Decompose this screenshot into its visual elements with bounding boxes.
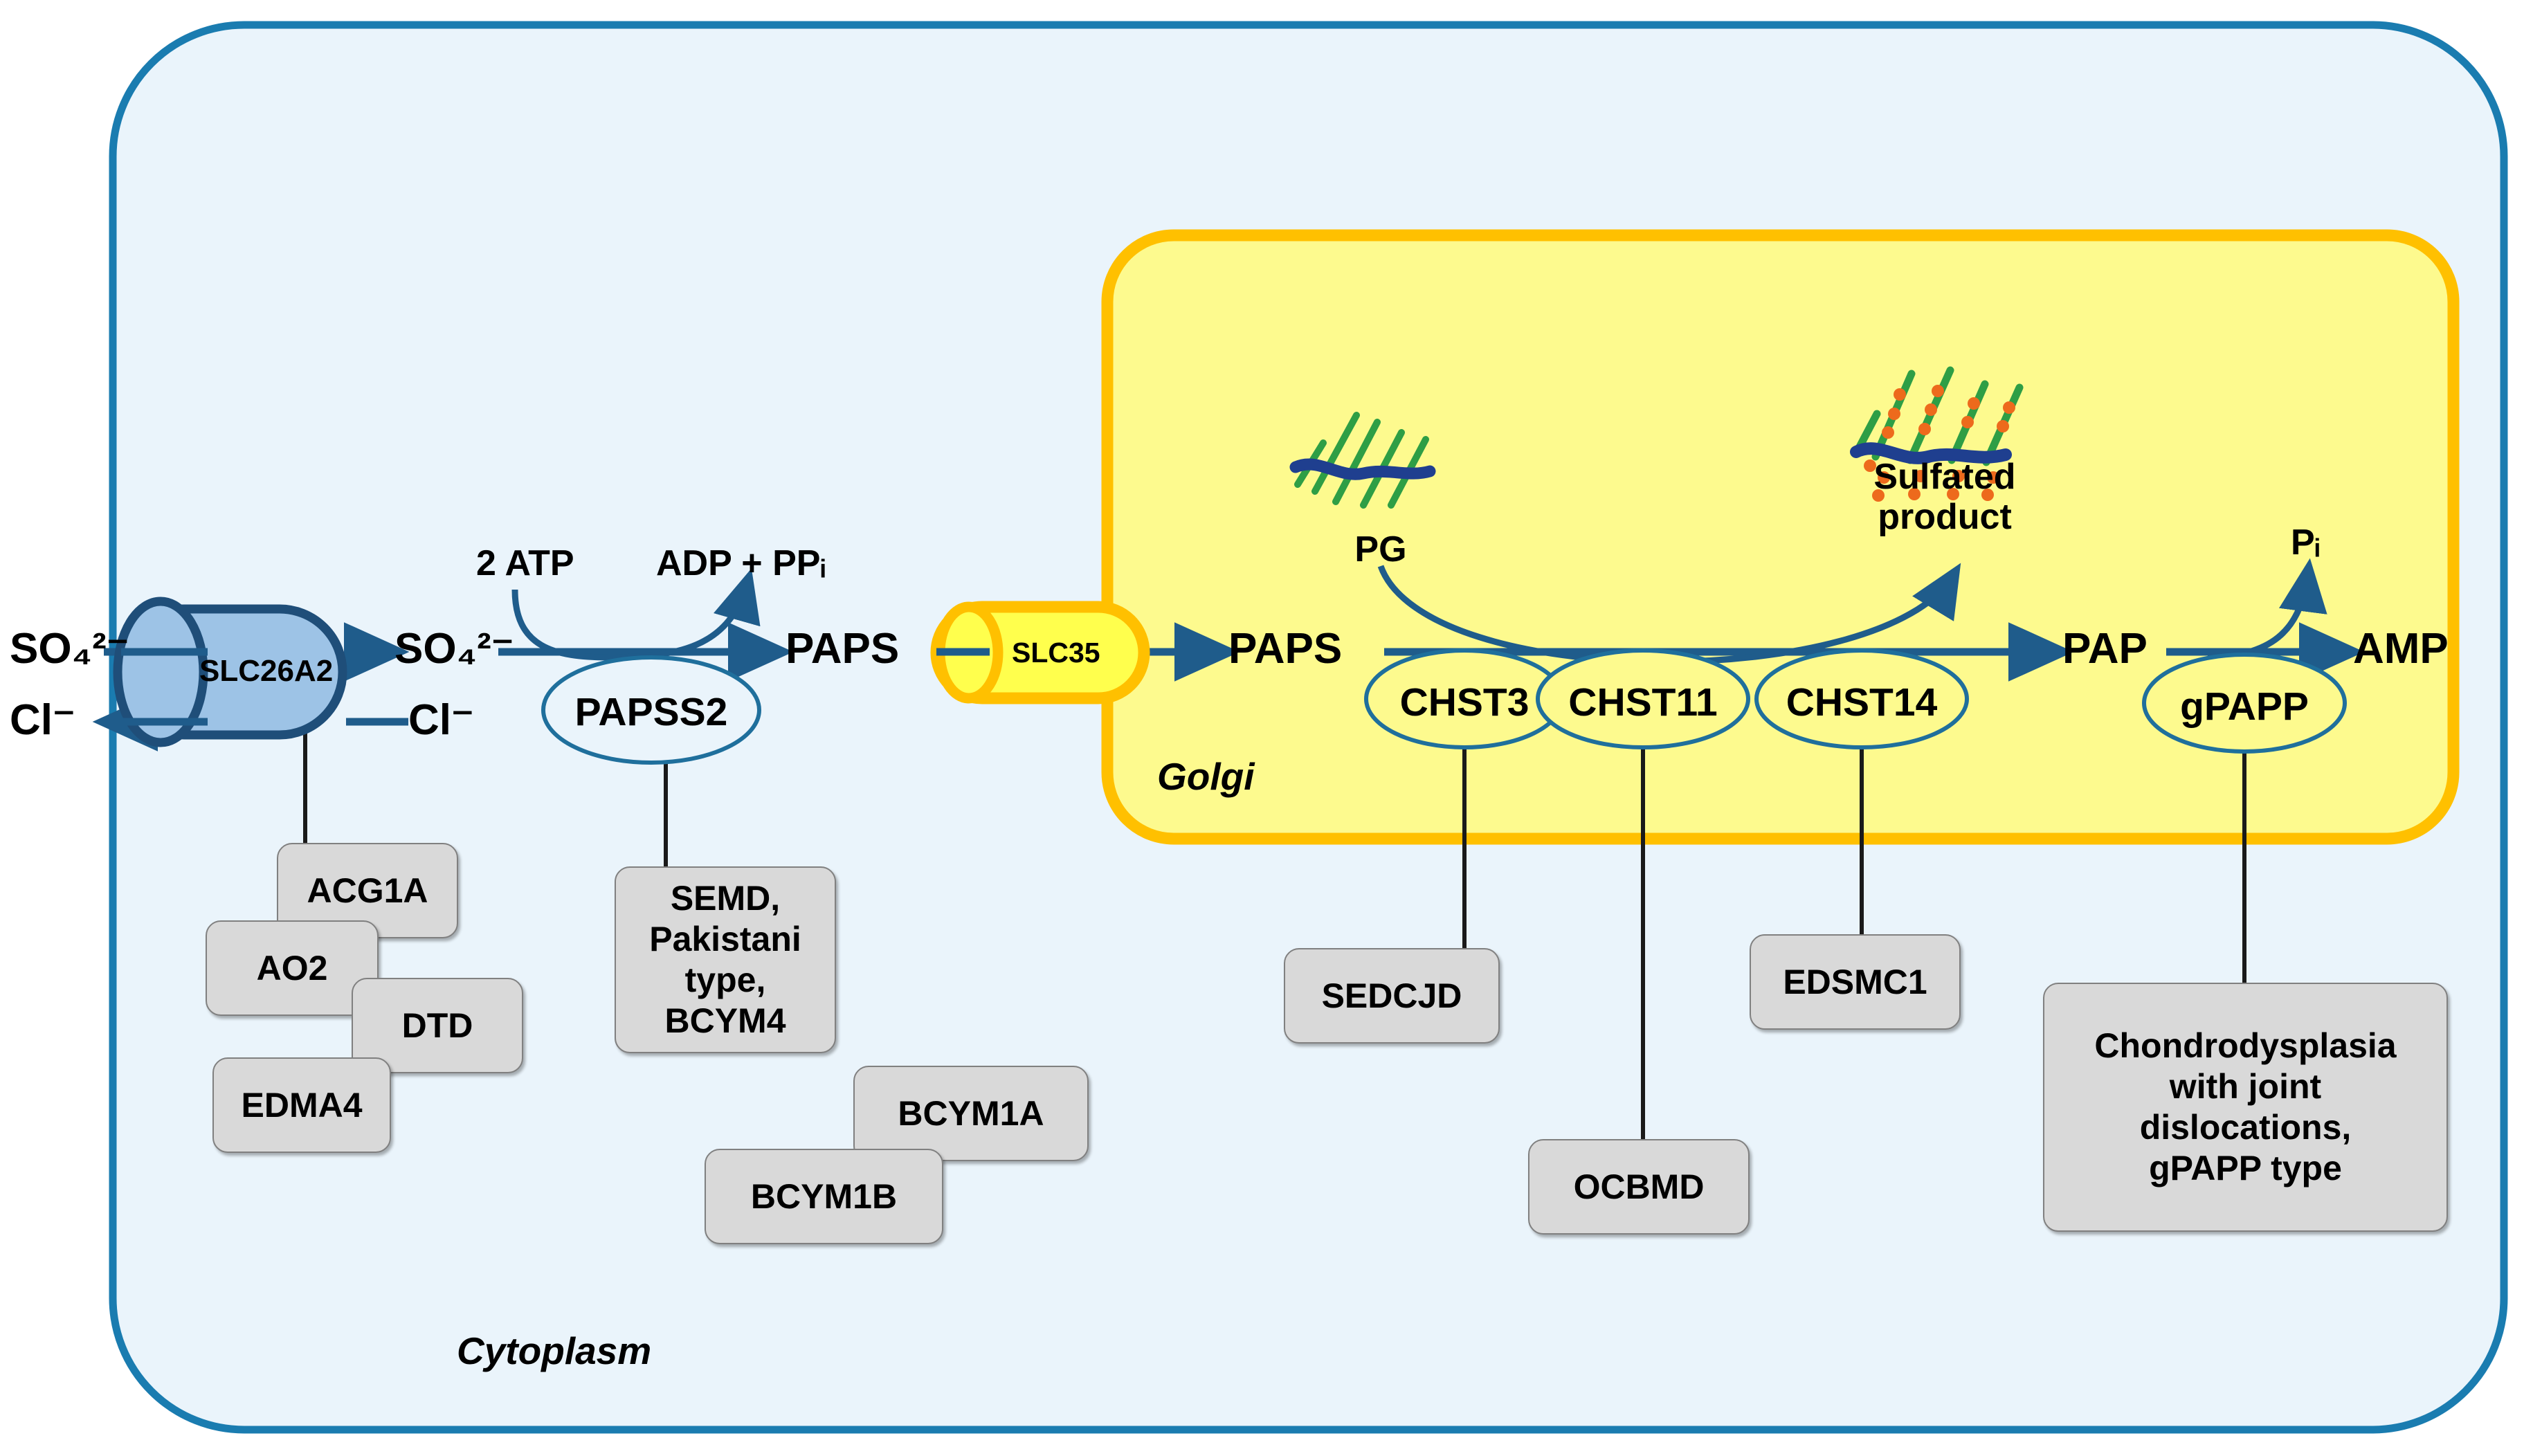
metabolite-cl-extracellular: Cl⁻ xyxy=(10,696,75,744)
disease-box-edsmc1[interactable]: EDSMC1 xyxy=(1750,934,1961,1030)
metabolite-paps-cytoplasm: PAPS xyxy=(786,625,900,673)
disease-box-ao2[interactable]: AO2 xyxy=(206,920,379,1016)
sulfate-groups xyxy=(1864,385,2015,502)
metabolite-so4-cytoplasm: SO₄²⁻ xyxy=(394,625,514,673)
disease-box-dtd[interactable]: DTD xyxy=(352,978,523,1073)
disease-box-edma4[interactable]: EDMA4 xyxy=(212,1057,391,1153)
glycan-pg-shape xyxy=(1289,412,1436,509)
disease-box-chondro-line3: dislocations, xyxy=(2139,1108,2352,1147)
disease-box-sedcjd[interactable]: SEDCJD xyxy=(1284,948,1500,1044)
enzyme-ellipse-papss2 xyxy=(541,655,761,765)
glycan-label-sulfated-product: Sulfated product xyxy=(1841,457,2049,537)
disease-box-chondro-line1: Chondrodysplasia xyxy=(2094,1026,2397,1065)
enzyme-ellipse-chst11 xyxy=(1536,648,1750,749)
enzyme-label-papss2[interactable]: PAPSS2 xyxy=(574,690,728,734)
transporter-label-slc26a2[interactable]: SLC26A2 xyxy=(199,654,334,688)
cofactor-atp: 2 ATP xyxy=(476,543,574,583)
disease-box-ocbmd[interactable]: OCBMD xyxy=(1528,1139,1750,1235)
metabolite-pap: PAP xyxy=(2062,625,2148,673)
disease-box-semd-line4: BCYM4 xyxy=(664,1001,786,1040)
enzyme-label-chst14[interactable]: CHST14 xyxy=(1786,680,1938,725)
metabolite-so4-extracellular: SO₄²⁻ xyxy=(10,625,129,673)
metabolite-amp: AMP xyxy=(2353,625,2449,673)
disease-box-semd-line3: type, xyxy=(684,961,766,999)
glycan-sulfated-product-shape xyxy=(1850,366,2024,502)
glycan-label-sulfated-line2: product xyxy=(1878,497,2012,538)
arc-atp-in xyxy=(511,589,610,661)
enzyme-label-gpapp[interactable]: gPAPP xyxy=(2180,684,2309,729)
metabolite-paps-golgi: PAPS xyxy=(1228,625,1343,673)
disease-box-bcym1a[interactable]: BCYM1A xyxy=(853,1066,1089,1161)
disease-box-semd-line1: SEMD, xyxy=(670,879,781,918)
disease-box-bcym1b[interactable]: BCYM1B xyxy=(705,1149,943,1244)
disease-box-semd-line2: Pakistani xyxy=(649,920,801,958)
enzyme-ellipse-chst14 xyxy=(1754,648,1969,749)
compartment-label-cytoplasm: Cytoplasm xyxy=(457,1329,652,1372)
compartment-label-golgi: Golgi xyxy=(1157,755,1255,798)
disease-box-semd[interactable]: SEMD, Pakistani type, BCYM4 xyxy=(615,866,836,1053)
metabolite-cl-cytoplasm: Cl⁻ xyxy=(408,696,474,744)
enzyme-ellipses xyxy=(541,648,2347,765)
glycan-label-sulfated-line1: Sulfated xyxy=(1873,457,2016,497)
disease-box-chondro-line4: gPAPP type xyxy=(2149,1149,2342,1187)
enzyme-label-chst3[interactable]: CHST3 xyxy=(1399,680,1529,725)
enzyme-ellipse-gpapp xyxy=(2142,653,2347,754)
disease-box-chondrodysplasia[interactable]: Chondrodysplasia with joint dislocations… xyxy=(2043,983,2448,1232)
transporter-slc26a2-shape[interactable] xyxy=(113,597,347,747)
transporter-label-slc35[interactable]: SLC35 xyxy=(1012,637,1100,668)
glycan-label-pg: PG xyxy=(1354,529,1407,570)
enzyme-label-chst11[interactable]: CHST11 xyxy=(1568,680,1718,725)
cofactor-adp-ppi: ADP + PPᵢ xyxy=(656,543,826,583)
cofactor-pi: Pᵢ xyxy=(2291,522,2321,563)
disease-box-chondro-line2: with joint xyxy=(2169,1067,2322,1106)
transporter-slc35-shape[interactable] xyxy=(930,601,1150,704)
